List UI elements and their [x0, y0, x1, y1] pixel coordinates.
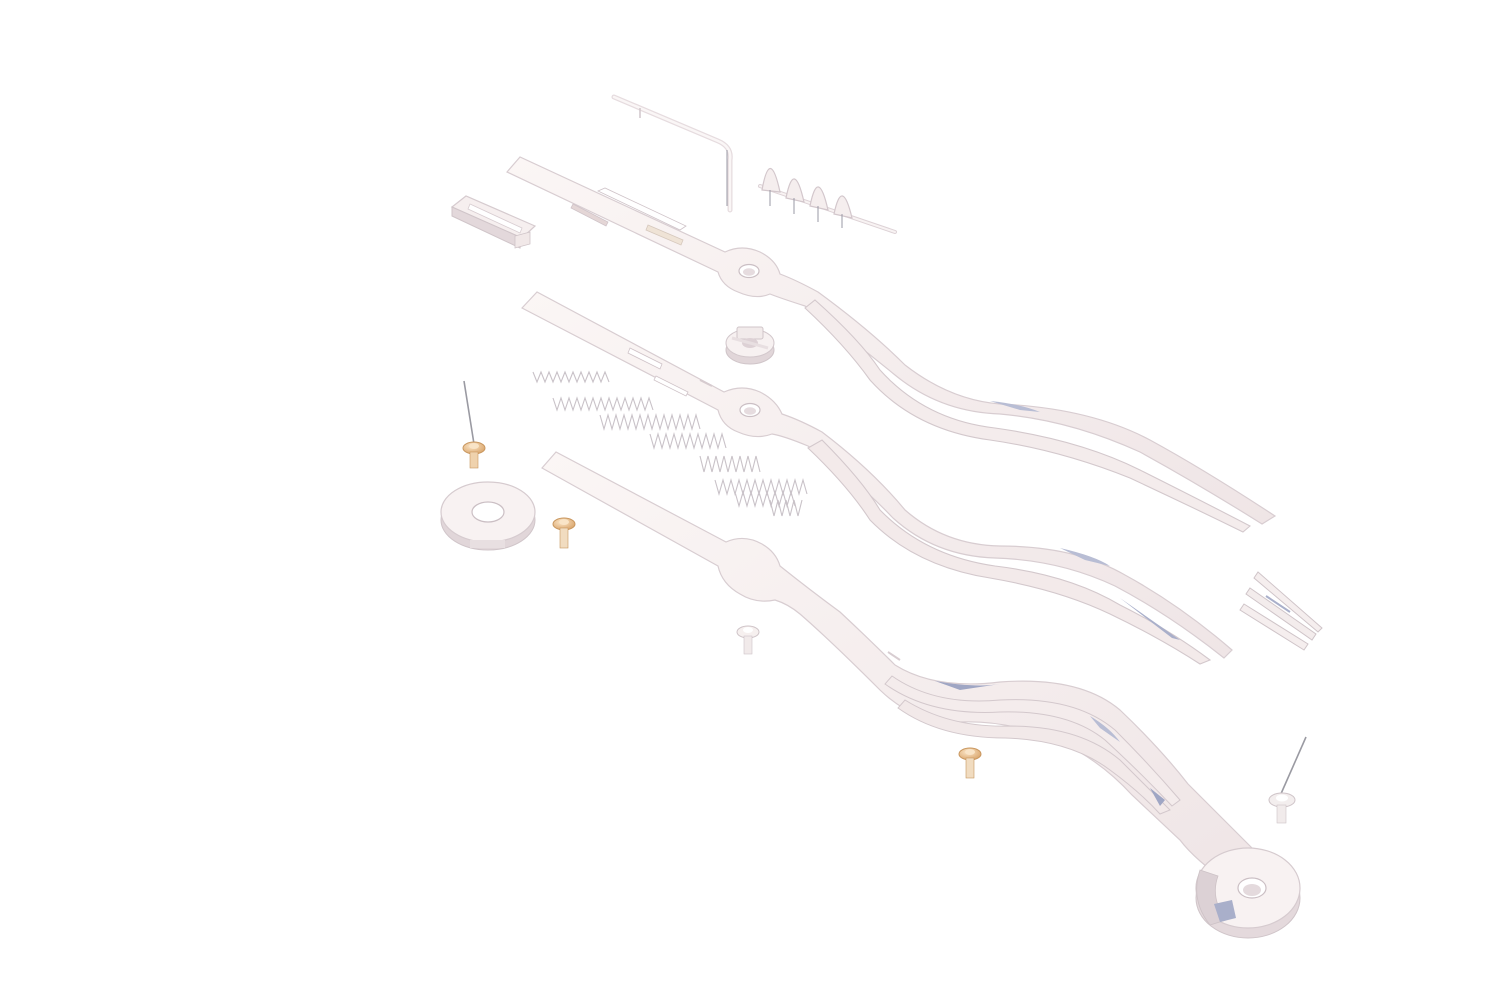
clip-bracket: [450, 195, 537, 249]
pin-with-washer-right: [1268, 736, 1307, 824]
bent-wire-rod: [611, 94, 733, 213]
pin-with-washer-left: [462, 380, 486, 469]
brass-screw-lower: [958, 747, 982, 779]
center-nut: [725, 326, 775, 365]
ring-washer-left: [440, 481, 536, 551]
brass-screw-left: [552, 517, 576, 549]
ring-washer-right: [1195, 847, 1301, 939]
middle-flat-spring-arm: [521, 291, 1233, 665]
upper-flat-spring-arm: [506, 156, 1277, 533]
small-screw-center: [736, 625, 760, 655]
spring-coil-upper: [758, 168, 897, 234]
long-coil-spring: [532, 370, 808, 517]
tweezers-tips: [1239, 571, 1323, 651]
